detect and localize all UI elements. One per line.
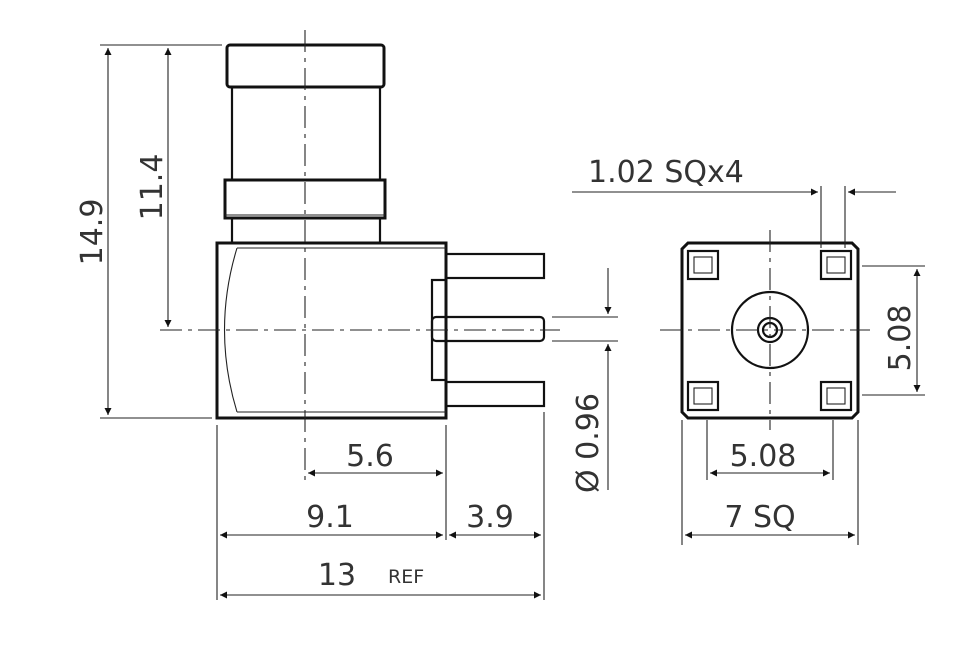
connector-ring	[223, 178, 387, 220]
dim-overall-length-note: REF	[388, 566, 424, 588]
body-square	[680, 241, 860, 420]
dim-pin-pitch-horizontal: 5.08	[730, 439, 797, 474]
dim-overall-length: 13	[318, 558, 356, 593]
pin-center	[430, 315, 546, 343]
corner-pin-top-left	[686, 249, 720, 281]
corner-pin-top-right	[819, 249, 853, 281]
dim-pin-diameter: Ø 0.96	[571, 393, 606, 493]
pin-bottom	[444, 380, 546, 408]
dim-pin-length: 3.9	[466, 500, 514, 535]
corner-pin-bottom-right	[819, 380, 853, 412]
dim-body-height: 11.4	[135, 154, 170, 221]
side-view: 14.9 11.4 5.6 9.1 3.9 13 REF Ø 0.96	[75, 30, 618, 600]
dim-overall-height: 14.9	[75, 199, 110, 266]
dim-center-offset: 5.6	[346, 439, 394, 474]
front-view: 1.02 SQx4 5.08 5.08 7 SQ	[572, 155, 925, 545]
center-contact-outer	[730, 290, 810, 370]
dim-pin-pitch-vertical: 5.08	[883, 305, 918, 372]
dim-body-length: 9.1	[306, 500, 354, 535]
pin-top	[444, 252, 546, 280]
dim-pin-square: 1.02 SQx4	[588, 155, 744, 190]
corner-pin-bottom-left	[686, 380, 720, 412]
dim-body-square: 7 SQ	[724, 500, 795, 535]
